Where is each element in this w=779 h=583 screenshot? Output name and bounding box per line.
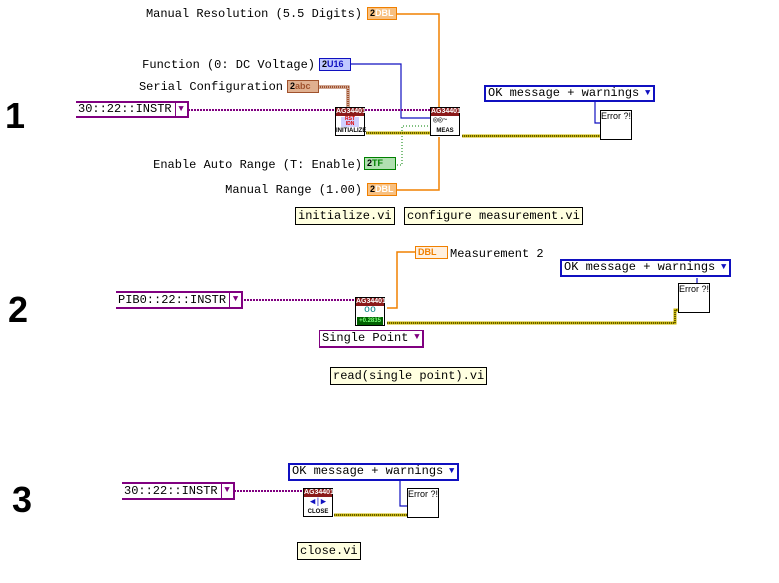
vi-caption: INITIALIZE — [336, 128, 367, 134]
vi-header: AG34401 — [304, 489, 334, 497]
dropdown-arrow-icon[interactable]: ▼ — [229, 293, 241, 307]
visa-resource-value: 30::22::INSTR — [78, 102, 172, 116]
wire-manual-resolution — [395, 13, 440, 107]
constant-value: 2 — [370, 184, 376, 194]
reset-idn-icon: RST IDN — [341, 117, 359, 127]
wire-measurement — [387, 251, 415, 309]
step-number-3: 3 — [12, 479, 33, 520]
read-mode-value: Single Point — [322, 331, 409, 345]
step-number-1: 1 — [5, 95, 26, 136]
manual-range-label: Manual Range (1.00) — [225, 183, 362, 197]
visa-resource-control-2[interactable]: PIB0::22::INSTR▼ — [116, 291, 244, 309]
dropdown-arrow-icon[interactable]: ▼ — [174, 103, 187, 116]
read-single-point-vi[interactable]: AG34401 oo +0.2835 — [355, 297, 386, 326]
initialize-vi[interactable]: AG34401 RST IDN INITIALIZE — [335, 107, 367, 136]
wire-serial-config-inner — [317, 86, 349, 107]
visa-resource-control-1[interactable]: 30::22::INSTR▼ — [76, 101, 189, 118]
function-constant[interactable]: 2U16 — [319, 58, 351, 71]
vi-caption: CLOSE — [307, 509, 329, 515]
wire-function — [349, 63, 430, 119]
type-label: DBL — [375, 184, 394, 194]
wire-auto-range — [394, 125, 430, 166]
note-read-single-point: read(single point).vi — [330, 367, 488, 385]
wire-manual-range — [395, 137, 440, 191]
manual-resolution-constant[interactable]: 2DBL — [367, 7, 397, 20]
wire-error-mode-3 — [399, 481, 407, 507]
error-mode-value: OK message + warnings — [292, 464, 444, 478]
read-mode-ring[interactable]: Single Point ▼ — [319, 330, 425, 348]
error-mode-value: OK message + warnings — [488, 86, 640, 100]
error-mode-ring-2[interactable]: OK message + warnings ▼ — [560, 259, 732, 277]
glasses-icon: oo — [363, 305, 376, 316]
error-handler-icon[interactable]: Error ?! — [678, 283, 710, 313]
measurement-icon: ◎◎~ — [433, 116, 448, 125]
wire-error-2 — [387, 308, 678, 325]
auto-range-constant[interactable]: 2TF — [364, 157, 396, 170]
auto-range-label: Enable Auto Range (T: Enable) — [153, 158, 362, 172]
constant-value: 2 — [322, 59, 328, 69]
dropdown-arrow-icon[interactable]: ▼ — [220, 484, 233, 498]
error-mode-ring-1[interactable]: OK message + warnings ▼ — [484, 85, 656, 102]
disconnect-icon: ◀|▶ — [309, 497, 327, 507]
dropdown-arrow-icon[interactable]: ▼ — [414, 332, 420, 342]
manual-resolution-label: Manual Resolution (5.5 Digits) — [145, 7, 362, 21]
constant-value: 2 — [370, 8, 376, 18]
visa-resource-value: 30::22::INSTR — [124, 484, 218, 498]
wire-error-mode-1 — [594, 102, 600, 124]
vi-header: AG34401 — [356, 298, 386, 306]
visa-resource-value: PIB0::22::INSTR — [118, 293, 227, 307]
manual-range-constant[interactable]: 2DBL — [367, 183, 397, 196]
serial-config-constant[interactable]: 2abc — [287, 80, 319, 93]
measurement-2-indicator: DBL — [415, 246, 448, 259]
dropdown-arrow-icon[interactable]: ▼ — [449, 466, 455, 476]
serial-config-label: Serial Configuration — [138, 80, 283, 94]
visa-resource-control-3[interactable]: 30::22::INSTR▼ — [122, 482, 235, 500]
type-label: TF — [372, 158, 384, 168]
error-mode-ring-3[interactable]: OK message + warnings ▼ — [288, 463, 460, 481]
error-handler-icon[interactable]: Error ?! — [600, 110, 632, 140]
vi-caption: +0.2835 — [357, 317, 383, 325]
measurement-2-label: Measurement 2 — [450, 247, 544, 261]
configure-measurement-vi[interactable]: AG34401 ◎◎~ MEAS — [430, 107, 461, 136]
type-label: abc — [295, 81, 311, 91]
note-close: close.vi — [297, 542, 361, 560]
error-handler-icon[interactable]: Error ?! — [407, 488, 439, 518]
note-initialize: initialize.vi — [295, 207, 395, 225]
constant-value: 2 — [367, 158, 373, 168]
dropdown-arrow-icon[interactable]: ▼ — [645, 88, 651, 98]
type-label: DBL — [375, 8, 394, 18]
constant-value: 2 — [290, 81, 296, 91]
note-configure-measurement: configure measurement.vi — [404, 207, 583, 225]
function-label: Function (0: DC Voltage) — [142, 58, 315, 72]
vi-header: AG34401 — [431, 108, 461, 116]
error-mode-value: OK message + warnings — [564, 260, 716, 274]
vi-header: AG34401 — [336, 108, 366, 116]
close-vi[interactable]: AG34401 ◀|▶ CLOSE — [303, 488, 334, 517]
type-label: U16 — [327, 59, 344, 69]
dropdown-arrow-icon[interactable]: ▼ — [721, 262, 727, 272]
vi-caption: MEAS — [436, 128, 454, 134]
wire-serial-config — [317, 85, 350, 107]
step-number-2: 2 — [8, 289, 29, 330]
